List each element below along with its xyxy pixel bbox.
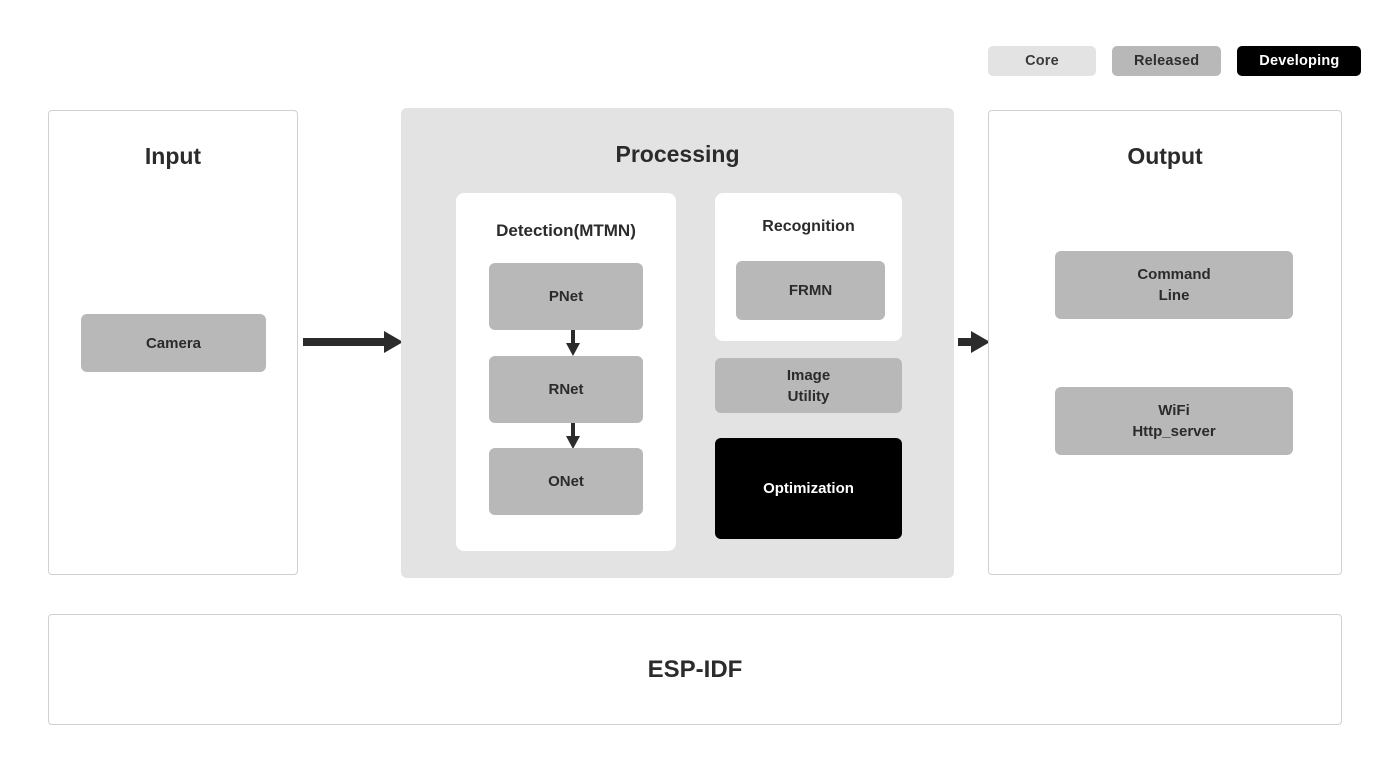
arrow-head — [971, 331, 990, 353]
node-wifi-http-server: WiFi Http_server — [1055, 387, 1293, 455]
arrow-input-to-processing — [303, 331, 403, 353]
node-command-line: Command Line — [1055, 251, 1293, 319]
arrow-pnet-to-rnet — [566, 330, 580, 356]
arrow-head — [566, 343, 580, 356]
esp-idf-bar: ESP-IDF — [48, 614, 1342, 725]
node-image-utility: Image Utility — [715, 358, 902, 413]
detection-card-title: Detection(MTMN) — [496, 221, 636, 240]
recognition-card: Recognition FRMN — [715, 193, 902, 341]
arrow-shaft — [571, 330, 575, 346]
node-optimization: Optimization — [715, 438, 902, 539]
node-onet: ONet — [489, 448, 643, 515]
output-panel: Output Command Line WiFi Http_server — [988, 110, 1342, 575]
legend-chip-core: Core — [988, 46, 1096, 76]
node-camera: Camera — [81, 314, 266, 372]
arrow-rnet-to-onet — [566, 423, 580, 449]
input-panel-title: Input — [144, 143, 202, 169]
esp-idf-label: ESP-IDF — [647, 655, 743, 683]
node-frmn: FRMN — [736, 261, 885, 320]
arrow-shaft — [303, 338, 387, 346]
arrow-head — [384, 331, 403, 353]
arrow-shaft — [571, 423, 575, 439]
legend-chip-developing: Developing — [1237, 46, 1362, 76]
legend: Core Released Developing — [988, 46, 1362, 76]
output-panel-title: Output — [1127, 143, 1203, 169]
legend-chip-released: Released — [1112, 46, 1222, 76]
detection-card: Detection(MTMN) PNet RNet ONet — [456, 193, 676, 551]
arrow-head — [566, 436, 580, 449]
arrow-shaft — [958, 338, 974, 346]
node-rnet: RNet — [489, 356, 643, 423]
arrow-processing-to-output — [958, 331, 990, 353]
node-pnet: PNet — [489, 263, 643, 330]
processing-panel: Processing Detection(MTMN) PNet RNet ONe… — [401, 108, 954, 578]
recognition-card-title: Recognition — [762, 218, 855, 235]
input-panel: Input Camera — [48, 110, 298, 575]
processing-panel-title: Processing — [615, 141, 740, 167]
